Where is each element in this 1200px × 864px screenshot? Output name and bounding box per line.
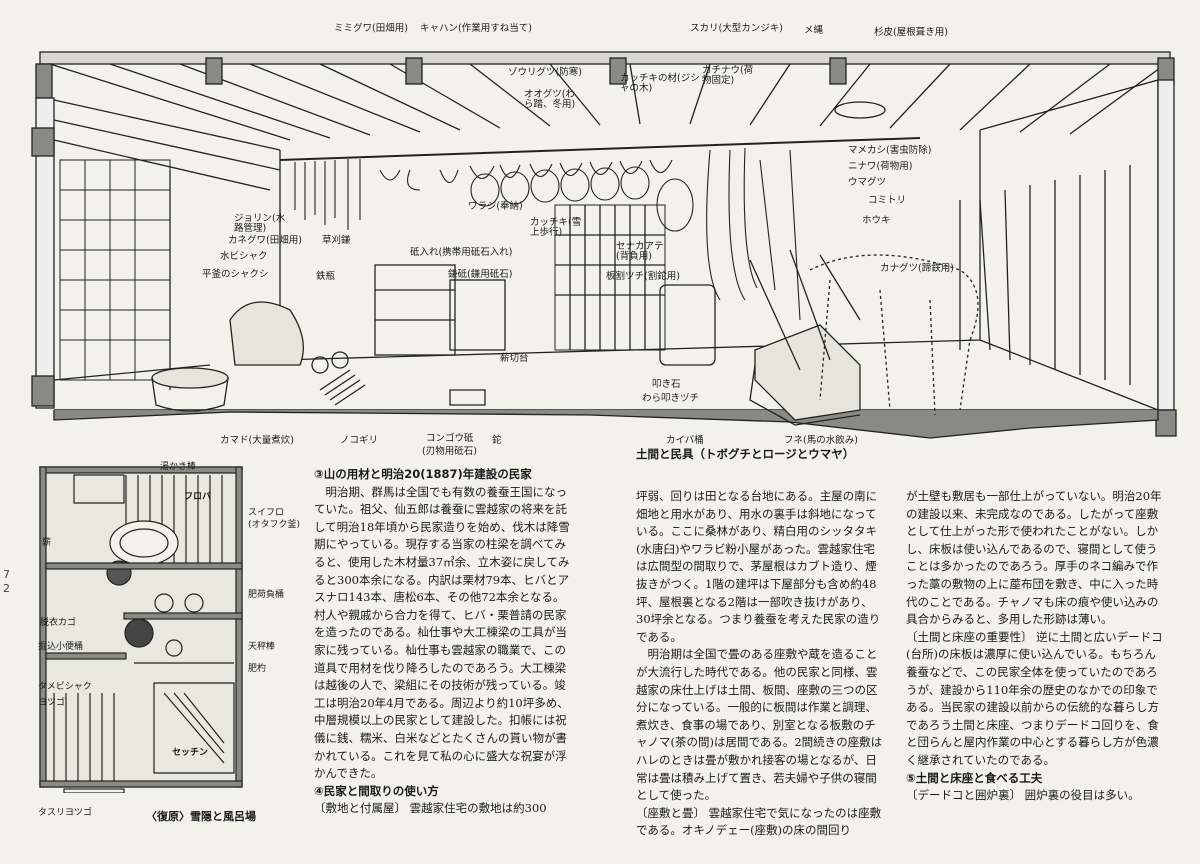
paragraph: 〔座敷と畳〕 雲越家住宅で気になったのは座敷である。オキノデェー(座敷)の床の間… (636, 805, 882, 838)
plan-caption: 〈復原〉雪隠と風呂場 (146, 810, 256, 823)
label-hiragama-shakushi: 平釜のシャクシ (202, 269, 269, 280)
label-waraji: ワラジ(奉納) (468, 201, 523, 212)
label-itawaritsuchi: 板割ツチ(割鉈用) (606, 271, 680, 282)
label-kanagutsu: カナグツ(蹄鉄用) (880, 263, 954, 274)
paragraph: 〔デードコと囲炉裏〕 囲炉裏の役目は多い。 (906, 788, 1140, 803)
section-heading-4: ④民家と間取りの使い方 (314, 783, 439, 798)
label-menawa: メ縄 (804, 25, 824, 36)
label-nata: 鉈 (492, 435, 502, 446)
plan-label-datsuikago: 脱衣カゴ (40, 618, 77, 628)
plan-label-suifuro: スイフロ (248, 508, 285, 518)
plan-label-secchin: セッチン (172, 748, 209, 758)
label-umagutsu: ウマグツ (848, 177, 887, 188)
plan-label-hishaku: 肥杓 (248, 664, 267, 674)
plan-label-tamebishaku: タメビシャク (38, 682, 92, 692)
section-heading-3: ③山の用材と明治20(1887)年建設の民家 (314, 467, 532, 481)
label-tatakiishi: 叩き石 (652, 379, 681, 390)
paragraph: 明治期は全国で畳のある座敷や蔵を造ることが大流行した時代である。他の民家と同様、… (636, 647, 883, 803)
label-houki: ホウキ (862, 215, 891, 226)
margin-note: 7 2 (3, 568, 10, 595)
paragraph: が土壁も敷居も一部仕上がっていない。明治20年の建設以来、未完成なのである。した… (906, 489, 1162, 627)
label-kometori: コミトリ (868, 195, 907, 206)
label-toishire: 砥入れ(携帯用砥石入れ) (410, 247, 513, 258)
label-kusakarigama: 草刈鎌 (322, 235, 351, 246)
paragraph: 〔敷地と付属屋〕 雲越家住宅の敷地は約300 (314, 801, 547, 816)
doma-drawing (31, 51, 1177, 439)
plan-label-yukakibou: 湯かき棒 (160, 462, 197, 472)
label-tetsubin: 鉄瓶 (316, 271, 336, 282)
plan-label-tenbinbou: 天秤棒 (248, 642, 276, 652)
label-ninaukawa: ニナワ(荷物用) (848, 161, 913, 172)
plan-label-hiyaoke: 肥荷負桶 (248, 590, 285, 600)
label-mamekashi: マメカシ(害虫防除) (848, 145, 932, 156)
paragraph: 坪弱、回りは田となる台地にある。主屋の南に畑地と用水があり、用水の裏手は斜地にな… (636, 489, 881, 644)
label-fune: フネ(馬の水飲み) (784, 435, 858, 446)
label-makikiridai: 薪切台 (500, 353, 529, 364)
label-kamatoishi: 鎌砥(鎌用砥石) (448, 269, 513, 280)
label-kyahan: キャハン(作業用すね当て) (420, 23, 532, 34)
label-kamado: カマド(大量煮炊) (220, 435, 294, 446)
label-kacchiki-zai: カッチキの材(ジシャの木) (620, 73, 700, 94)
label-senakaate: セナカアテ(背負用) (616, 241, 664, 262)
label-nokogiri: ノコギリ (340, 435, 379, 446)
text-column-3: が土壁も敷居も一部仕上がっていない。明治20年の建設以来、未完成なのである。した… (906, 488, 1164, 805)
plan-label-suifuro-sub: (オタフク釜) (248, 520, 301, 530)
label-sugikawa: 杉皮(屋根葺き用) (874, 27, 948, 38)
label-sukari: スカリ(大型カンジキ) (690, 23, 783, 34)
label-kachinau: カチナウ(荷物固定) (702, 65, 754, 86)
plan-label-furoba: フロバ (184, 492, 212, 502)
label-konkoutoishi: コンゴウ砥 (426, 433, 474, 444)
figure-caption: 土間と民具（トボグチとロージとウマヤ） (636, 447, 855, 461)
plan-drawing (39, 466, 243, 794)
text-column-1: ③山の用材と明治20(1887)年建設の民家 明治期、群馬は全国でも有数の養蚕王… (314, 466, 576, 818)
section-heading-5: ⑤土間と床座と食べる工夫 (906, 770, 1043, 785)
bath-toilet-plan: 湯かき棒 フロバ スイフロ (オタフク釜) 薪 肥荷負桶 脱衣カゴ 掘込小便桶 … (34, 462, 300, 818)
label-hamonotoishi: (刃物用砥石) (422, 446, 477, 457)
label-oogutsu: オオグツ(わら踏、冬用) (524, 89, 576, 110)
plan-label-maki: 薪 (42, 538, 52, 548)
label-kacchiki: カッチキ(雪上歩行) (530, 217, 582, 238)
plan-label-tasuriyotsugo: タスリヨツゴ (38, 808, 93, 818)
text-column-2: 坪弱、回りは田となる台地にある。主屋の南に畑地と用水があり、用水の裏手は斜地にな… (636, 488, 884, 840)
label-kaibaoke: カイバ桶 (666, 435, 704, 446)
label-zourigutsu: ゾウリグツ(防寒) (508, 67, 582, 78)
paragraph: 明治期、群馬は全国でも有数の養蚕王国になっていた。祖父、仙五郎は養蚕に雲越家の将… (314, 484, 570, 781)
plan-label-yotsugo: ヨツゴ (38, 698, 66, 708)
interior-illustration: ミミグワ(田畑用) キャハン(作業用すね当て) スカリ(大型カンジキ) メ縄 杉… (30, 20, 1180, 460)
plan-label-kumikomi: 掘込小便桶 (38, 642, 84, 652)
paragraph: 〔土間と床座の重要性〕 逆に土間と広いデードコ(台所)の床板は濃厚に使い込んでい… (906, 629, 1163, 767)
label-kaneguwa: カネグワ(田畑用) (228, 235, 302, 246)
label-warauchitsuchi: わら叩きヅチ (642, 393, 700, 404)
label-jorin: ジョリン(水路管理) (234, 213, 286, 234)
label-mizubishaku: 水ビシャク (220, 251, 268, 262)
label-mimiguwa: ミミグワ(田畑用) (334, 23, 408, 34)
